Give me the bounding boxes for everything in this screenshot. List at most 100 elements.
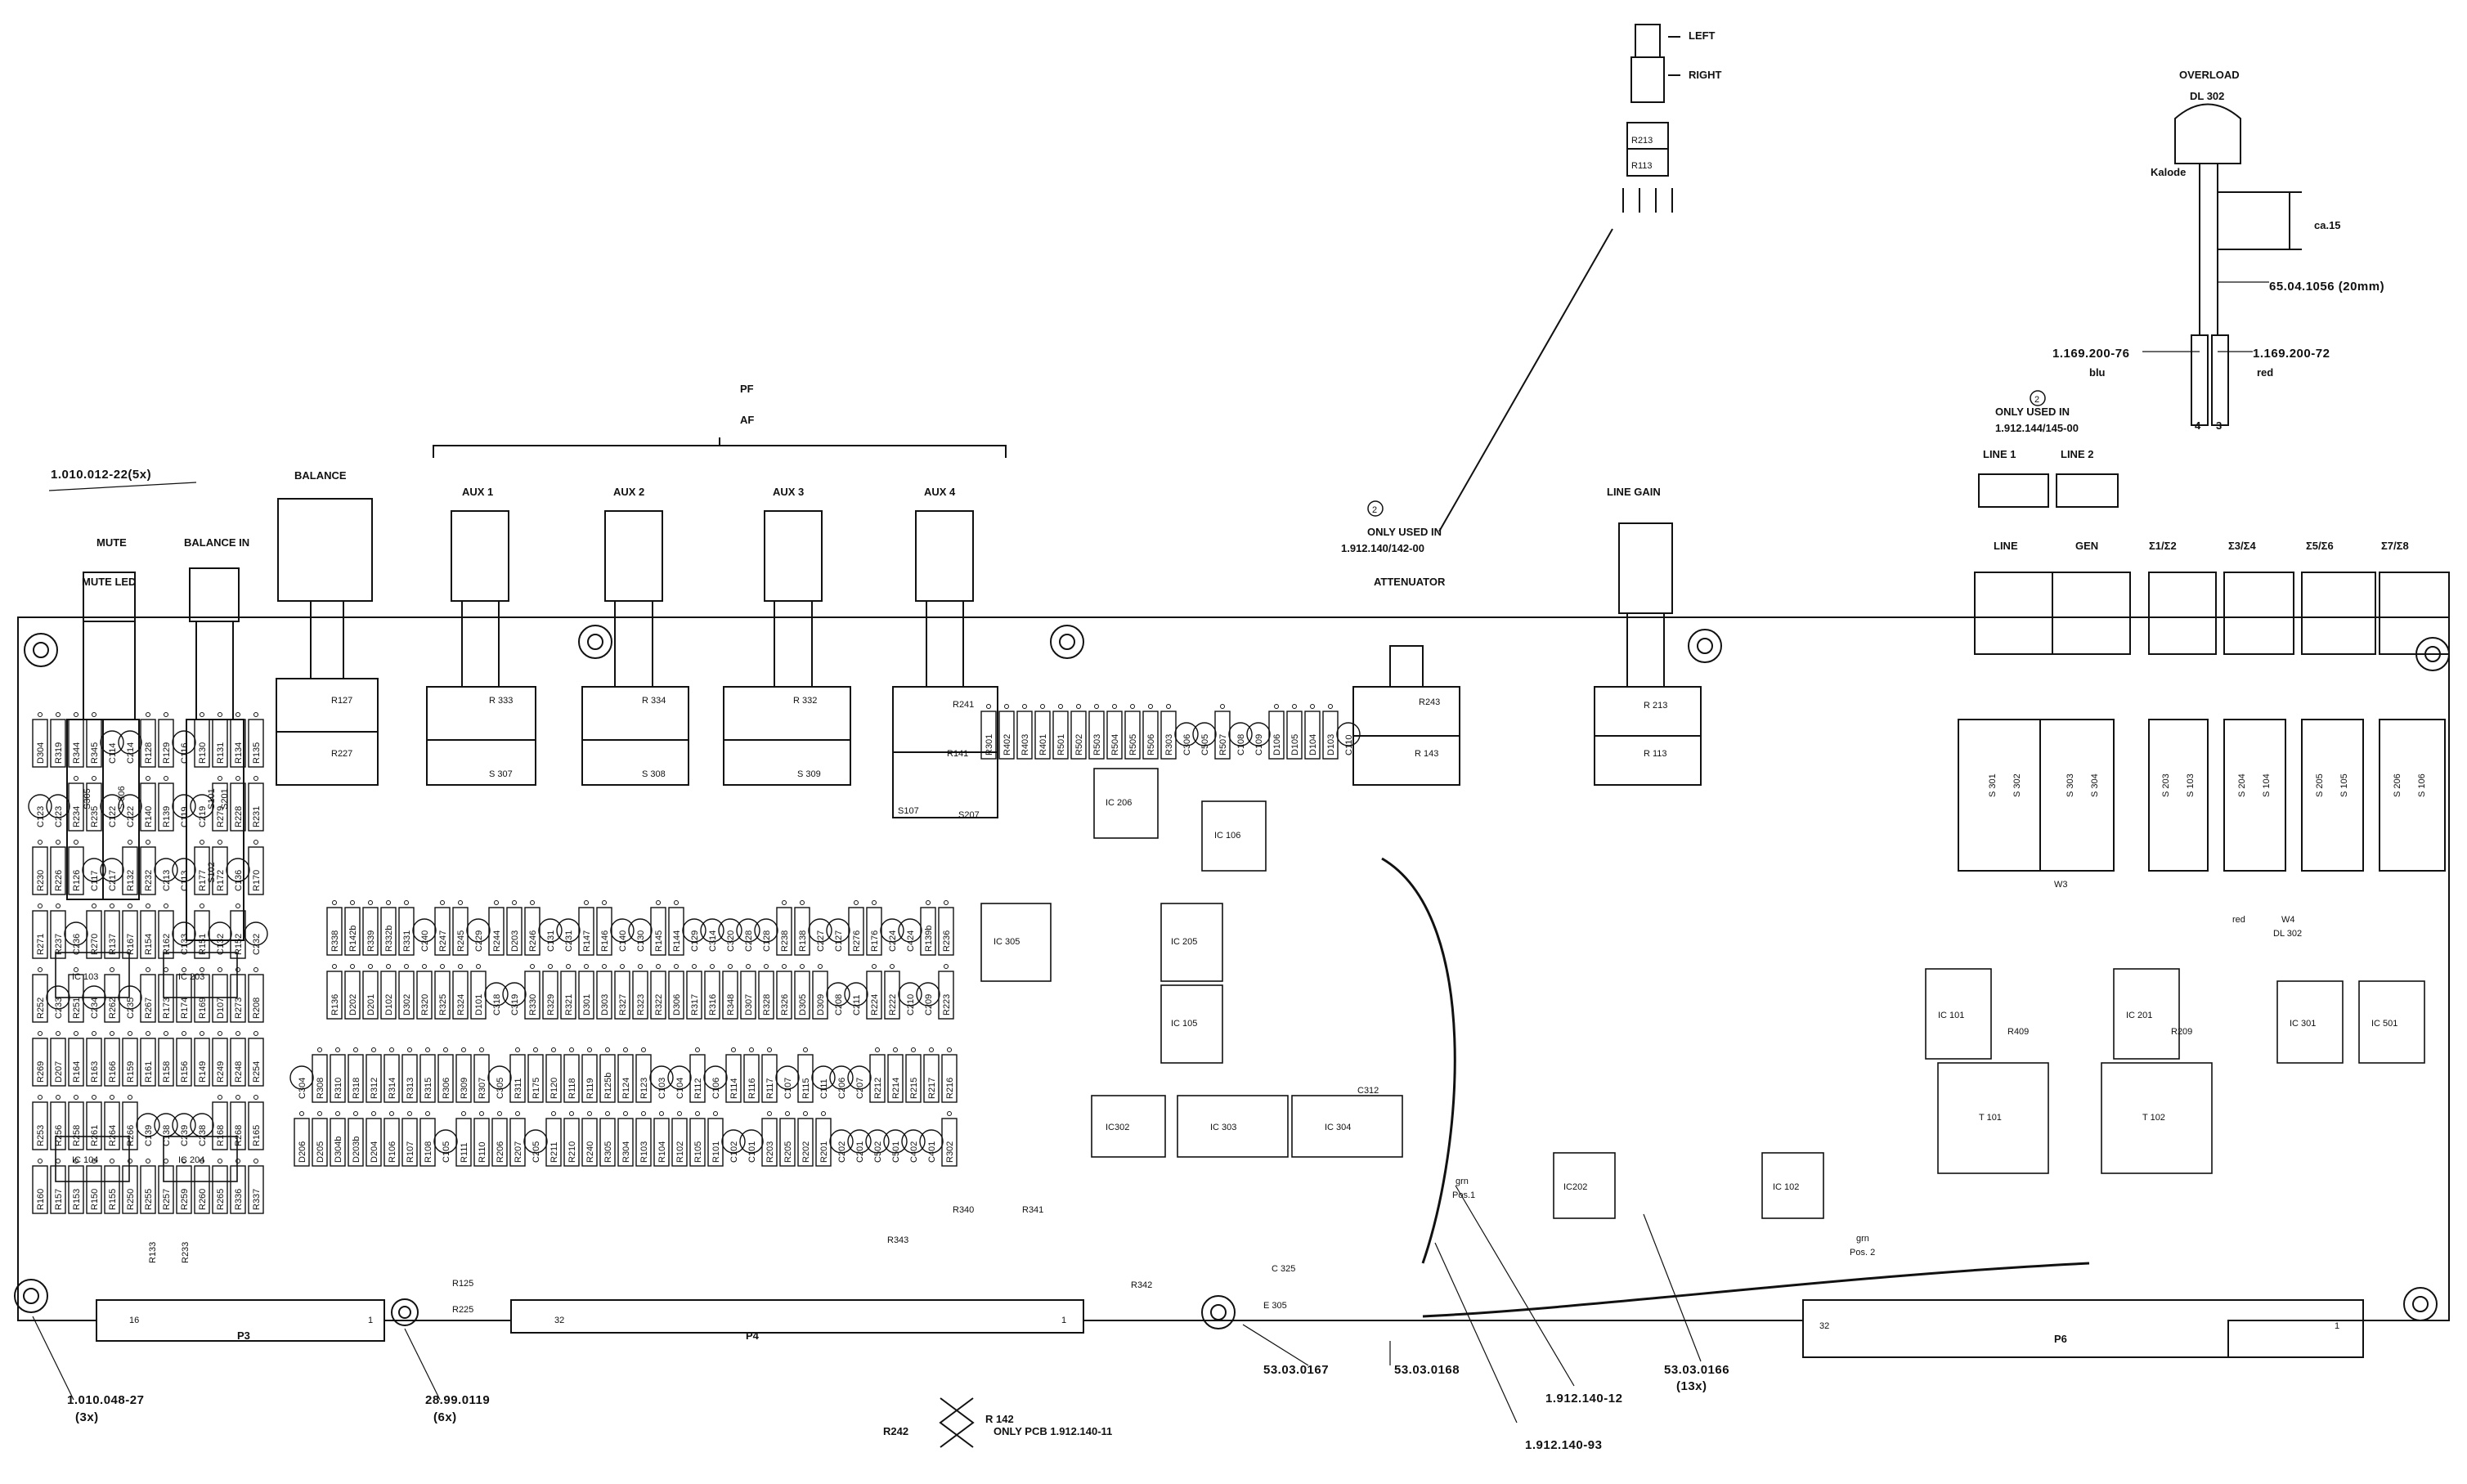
component-r202: R202	[797, 1111, 814, 1167]
component-ref: C306	[1182, 734, 1192, 755]
component-ref: R305	[603, 1141, 613, 1163]
component-ref: R267	[144, 998, 154, 1019]
component-r206: R206	[491, 1111, 508, 1167]
component-r266: R266	[122, 1095, 138, 1150]
component-ref: C205	[532, 1141, 541, 1163]
component-d202: D202	[344, 964, 361, 1020]
component-r176: R176	[866, 900, 882, 956]
ic-304: IC 304	[1325, 1123, 1351, 1132]
component-ref: R130	[198, 742, 208, 764]
ref-r227: R227	[331, 749, 352, 759]
component-r160: R160	[32, 1159, 48, 1214]
leader-lines	[32, 281, 2269, 1423]
component-ref: R139	[162, 806, 172, 827]
component-ref: R138	[798, 930, 808, 952]
component-ref: R254	[252, 1061, 262, 1083]
switch-s302: S 302	[2012, 773, 2022, 797]
component-r130: R130	[194, 712, 210, 768]
note-only-used-in-2: ONLY USED IN	[1995, 406, 2070, 418]
component-ref: D304b	[334, 1137, 343, 1163]
component-ref: C232	[252, 934, 262, 955]
component-r173: R173	[158, 967, 174, 1023]
component-c402: C402	[901, 1129, 926, 1163]
component-r175: R175	[527, 1047, 544, 1103]
ic-501: IC 501	[2371, 1019, 2397, 1029]
component-ref: D203b	[352, 1137, 361, 1163]
component-ref: R237	[54, 934, 64, 955]
component-ref: R301	[985, 734, 994, 755]
ref-r233: R233	[181, 1242, 191, 1263]
component-r327: R327	[614, 964, 630, 1020]
switch-s101: S101	[207, 788, 217, 809]
component-ref: R257	[162, 1189, 172, 1210]
component-ref: C114	[108, 743, 118, 764]
component-r215: R215	[905, 1047, 922, 1103]
component-ref: R101	[711, 1141, 721, 1163]
component-c132: C132	[208, 921, 232, 955]
component-r211: R211	[545, 1111, 562, 1167]
ic-202: IC202	[1563, 1182, 1587, 1192]
component-ref: R203	[765, 1141, 775, 1163]
note-only-used-in-2-value: 1.912.144/145-00	[1995, 422, 2079, 434]
component-c122: C122	[100, 794, 124, 827]
component-r403: R403	[1016, 704, 1033, 760]
component-c105: C105	[433, 1129, 458, 1163]
component-r123: R123	[635, 1047, 652, 1103]
component-c114: C114	[100, 730, 124, 764]
ic-301: IC 301	[2290, 1019, 2316, 1029]
component-r166: R166	[104, 1031, 120, 1087]
note-only-used-in-1-value: 1.912.140/142-00	[1341, 542, 1424, 554]
note-circled-2a: 2	[1372, 505, 1377, 515]
component-r168: R168	[212, 1095, 228, 1150]
component-ref: C103	[657, 1078, 667, 1099]
ic-303: IC 303	[1210, 1123, 1236, 1132]
ref-r209: R209	[2171, 1027, 2192, 1037]
component-r139b: R139b	[920, 900, 936, 956]
component-c304: C304	[289, 1065, 314, 1099]
component-ref: C138	[162, 1125, 172, 1146]
component-c202: C202	[829, 1129, 854, 1163]
component-ref: D206	[298, 1141, 307, 1163]
pn-1912140-12: 1.912.140-12	[1545, 1392, 1622, 1406]
label-layer: BALANCE MUTE MUTE LED BALANCE IN AUX 1 A…	[51, 29, 2427, 1452]
component-r303: R303	[1160, 704, 1177, 760]
component-ref: C424	[906, 930, 916, 952]
component-c208: C208	[826, 982, 850, 1015]
component-ref: C206	[837, 1078, 847, 1099]
component-ref: R236	[942, 930, 952, 952]
component-ref: R151	[198, 934, 208, 955]
component-d207: D207	[50, 1031, 66, 1087]
component-ref: R230	[36, 870, 46, 891]
component-ref: R111	[460, 1142, 469, 1163]
component-c502: C502	[865, 1129, 890, 1163]
component-ref: R107	[406, 1141, 415, 1163]
component-r503: R503	[1088, 704, 1105, 760]
ref-r133: R133	[148, 1242, 158, 1263]
component-r311: R311	[509, 1047, 526, 1103]
component-c140: C140	[610, 918, 635, 952]
component-ref: R337	[252, 1189, 262, 1210]
component-c224: C224	[880, 918, 904, 952]
component-r257: R257	[158, 1159, 174, 1214]
component-r321: R321	[560, 964, 576, 1020]
label-line1: LINE 1	[1983, 448, 2016, 460]
pn-6504: 65.04.1056 (20mm)	[2269, 280, 2384, 294]
pn-530166: 53.03.0166	[1664, 1363, 1729, 1377]
component-ref: R119	[585, 1078, 595, 1099]
component-r325: R325	[434, 964, 451, 1020]
switch-s105: S 105	[2339, 773, 2349, 797]
component-r264: R264	[104, 1095, 120, 1150]
component-r149: R149	[194, 1031, 210, 1087]
component-ref: R338	[330, 930, 340, 952]
component-ref: R201	[819, 1141, 829, 1163]
component-ref: R202	[801, 1141, 811, 1163]
component-r240: R240	[581, 1111, 598, 1167]
component-c128: C128	[754, 918, 778, 952]
component-ref: R147	[582, 930, 592, 952]
component-r247: R247	[434, 900, 451, 956]
ref-r113: R 113	[1644, 749, 1667, 759]
component-r256: R256	[50, 1095, 66, 1150]
component-ref: R153	[72, 1189, 82, 1210]
component-ref: R270	[90, 934, 100, 955]
component-ref: D106	[1272, 734, 1282, 755]
